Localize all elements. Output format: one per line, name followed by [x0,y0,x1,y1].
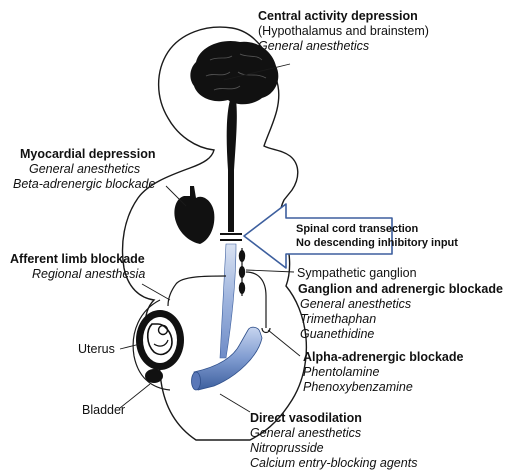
central-agent: General anesthetics [258,39,370,53]
alpha-agent-1: Phentolamine [303,365,380,379]
blood-vessel [191,326,263,391]
vasodilation-agent-2: Nitroprusside [250,441,324,455]
myocardial-title: Myocardial depression [20,147,156,161]
bladder-label: Bladder [82,403,126,417]
central-title: Central activity depression [258,9,418,23]
transection-arrow [243,203,393,269]
efferent-nerve [245,271,267,328]
uterus-label: Uterus [78,342,115,356]
spinal-line-2: No descending inhibitory input [296,237,458,249]
bladder-shape [145,369,163,383]
afferent-agent: Regional anesthesia [32,267,146,281]
myocardial-agent-1: General anesthetics [29,162,141,176]
ganglion-agent-1: General anesthetics [300,297,412,311]
pointer-lines [119,63,301,413]
belly-outline [132,299,171,391]
uterus-with-fetus [136,310,184,370]
sympathetic-ganglion-chain [238,248,246,296]
afferent-nerve [167,275,227,307]
ganglion-title: Ganglion and adrenergic blockade [298,282,503,296]
alpha-title: Alpha-adrenergic blockade [303,350,464,364]
spinal-line-1: Spinal cord transection [296,223,419,235]
afferent-title: Afferent limb blockade [10,252,145,266]
spinal-cord [226,100,237,232]
ganglion-agent-3: Guanethidine [300,327,375,341]
lower-cord [219,243,237,359]
vasodilation-title: Direct vasodilation [250,411,362,425]
ganglion-agent-2: Trimethaphan [300,312,377,326]
heart-shape [174,186,215,244]
central-sub: (Hypothalamus and brainstem) [258,24,429,38]
sympathetic-label: Sympathetic ganglion [297,266,417,280]
myocardial-agent-2: Beta-adrenergic blockade [13,177,156,191]
brain-folds [205,53,267,91]
vasodilation-agent-3: Calcium entry-blocking agents [250,456,418,470]
alpha-agent-2: Phenoxybenzamine [303,380,413,394]
vasodilation-agent-1: General anesthetics [250,426,362,440]
body-outline [121,26,308,441]
